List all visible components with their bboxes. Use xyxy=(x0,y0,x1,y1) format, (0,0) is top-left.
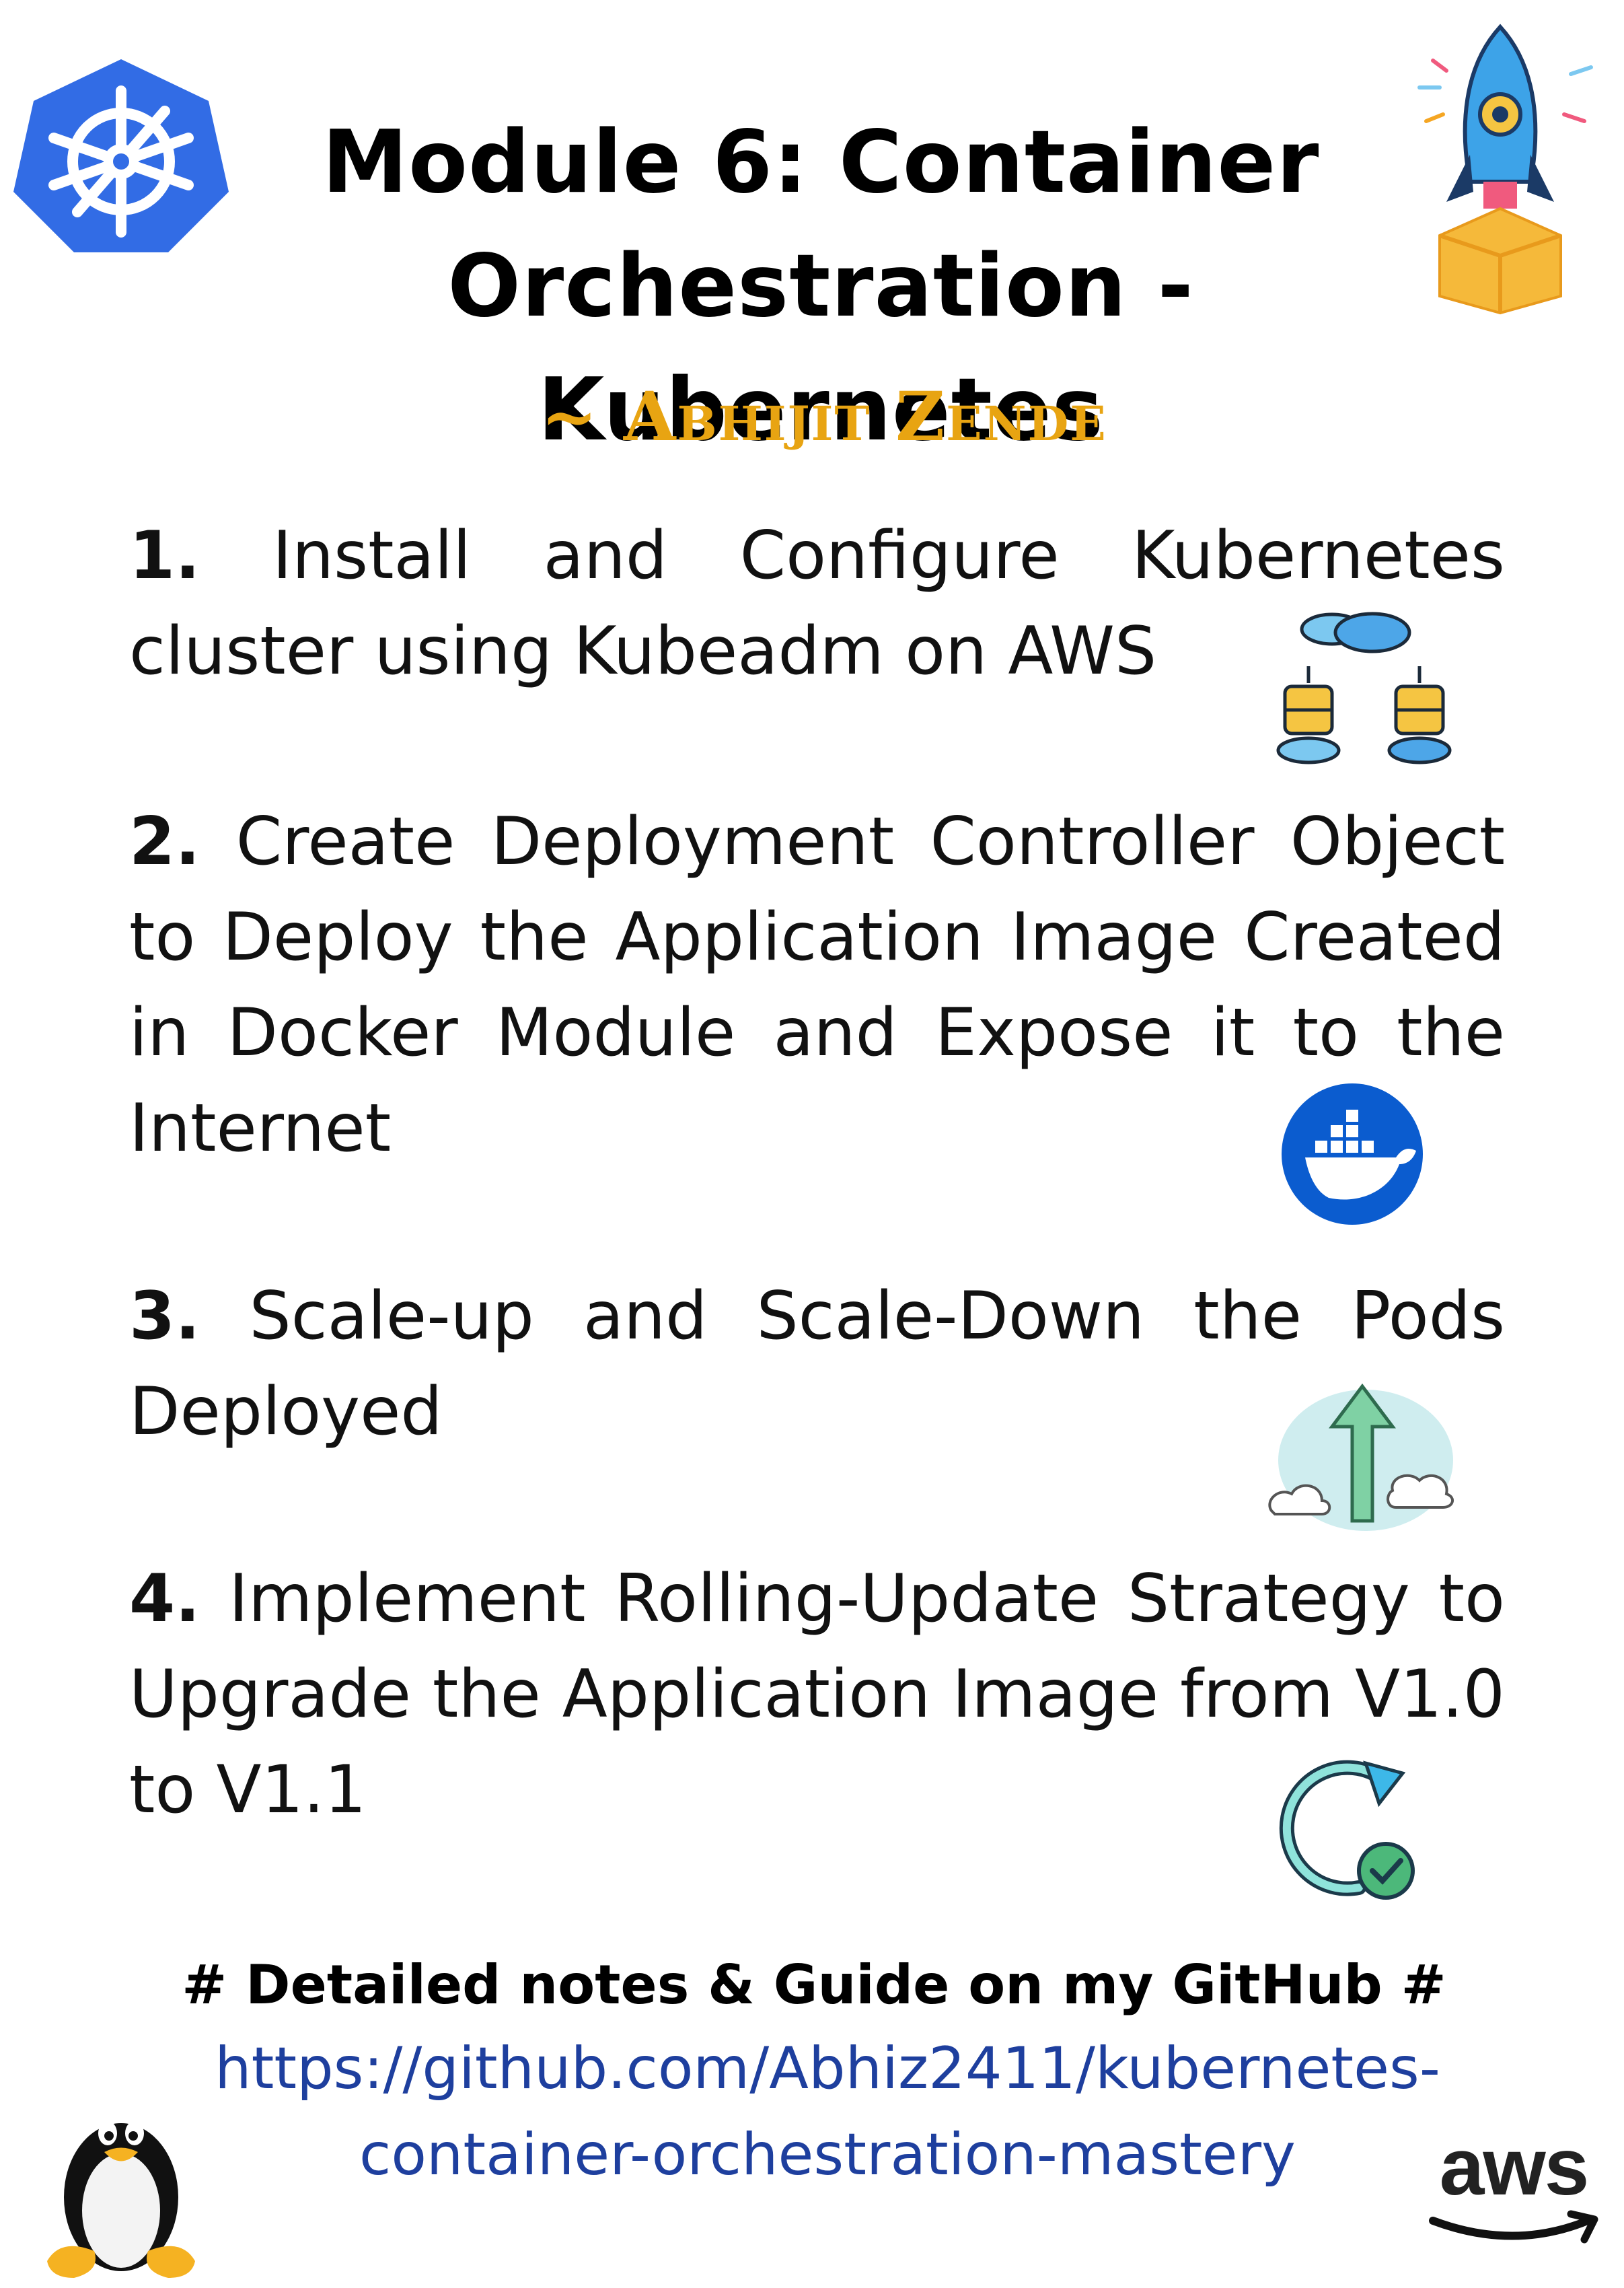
list-item-1: 1. Install and Configure Kubernetes clus… xyxy=(129,508,1505,699)
list-item-2: 2. Create Deployment Controller Object t… xyxy=(129,794,1505,1176)
aws-logo-icon: aws xyxy=(1419,2126,1608,2254)
kubernetes-logo-icon xyxy=(7,54,235,256)
item-text: Implement Rolling-Update Strategy to Upg… xyxy=(129,1561,1505,1828)
github-link-line-2[interactable]: container-orchestration-mastery xyxy=(359,2121,1296,2188)
item-number: 4. xyxy=(129,1561,200,1637)
list-item-4: 4. Implement Rolling-Update Strategy to … xyxy=(129,1551,1505,1838)
item-number: 1. xyxy=(129,517,200,594)
github-link-line-1[interactable]: https://github.com/Abhiz2411/kubernetes- xyxy=(215,2035,1440,2102)
rolling-update-icon xyxy=(1278,1750,1426,1904)
aws-logo-text: aws xyxy=(1439,2122,1590,2212)
github-link[interactable]: https://github.com/Abhiz2411/kubernetes-… xyxy=(135,2026,1520,2198)
item-number: 2. xyxy=(129,803,200,880)
item-number: 3. xyxy=(129,1278,200,1355)
cloud-servers-icon xyxy=(1271,599,1460,767)
item-text: Install and Configure Kubernetes cluster… xyxy=(129,517,1505,690)
page-title: Module 6: Container Orchestration - Kube… xyxy=(155,101,1487,472)
title-line-1: Module 6: Container xyxy=(322,112,1320,213)
github-note: # Detailed notes & Guide on my GitHub # xyxy=(182,1954,1446,2016)
author-name: ~ Abhijit Zende xyxy=(541,377,1107,456)
title-line-2: Orchestration - Kubernetes xyxy=(447,236,1194,460)
rocket-icon xyxy=(1399,13,1601,316)
item-text: Create Deployment Controller Object to D… xyxy=(129,803,1506,1167)
tux-penguin-icon xyxy=(34,2086,209,2281)
list-item-3: 3. Scale-up and Scale-Down the Pods Depl… xyxy=(129,1268,1505,1460)
scale-up-cloud-icon xyxy=(1258,1359,1467,1534)
docker-icon xyxy=(1278,1080,1426,1228)
item-text: Scale-up and Scale-Down the Pods Deploye… xyxy=(129,1278,1506,1450)
